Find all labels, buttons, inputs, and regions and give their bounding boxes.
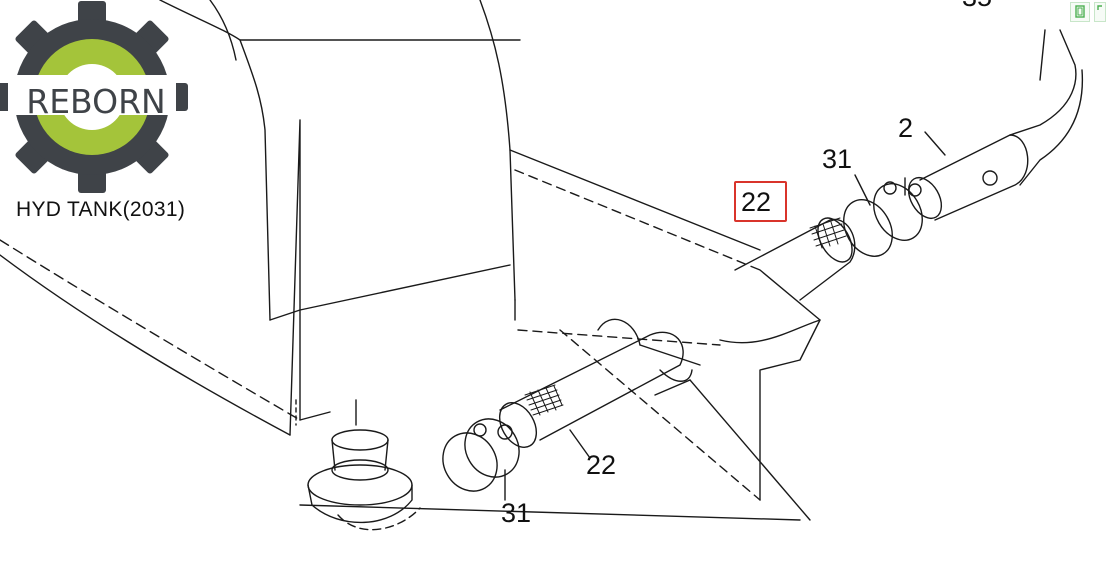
- callout-part-2: 2: [898, 113, 914, 143]
- callout-part-22-highlighted[interactable]: 22: [741, 187, 772, 217]
- callout-part-31-top: 31: [822, 144, 853, 174]
- highlight-box[interactable]: [734, 181, 787, 222]
- gear-icon: [0, 1, 188, 193]
- corner-toolbar: [1058, 0, 1106, 26]
- copy-icon: [1075, 5, 1085, 18]
- logo-text: REBORN: [26, 82, 165, 121]
- upper-strainer-mesh: [809, 217, 847, 249]
- callout-part-31-bottom: 31: [501, 498, 532, 528]
- lower-pipe: [442, 318, 701, 501]
- expand-icon: [1097, 5, 1102, 10]
- callout-part-22-bottom: 22: [586, 450, 617, 480]
- tank-body: [0, 0, 821, 521]
- callout-part-35-cut: 35: [962, 0, 992, 11]
- lower-outlet: [307, 399, 421, 531]
- brand-caption: HYD TANK(2031): [16, 198, 186, 221]
- lower-strainer-mesh: [524, 384, 564, 416]
- copy-button[interactable]: [1070, 2, 1090, 22]
- expand-button[interactable]: [1094, 2, 1106, 22]
- brand-logo: REBORN: [0, 1, 188, 193]
- upper-pipe: [734, 29, 1084, 301]
